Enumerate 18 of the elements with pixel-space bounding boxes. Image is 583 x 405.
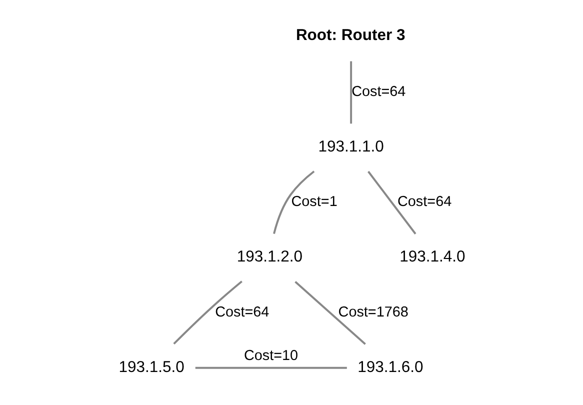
- edge-label: Cost=1768: [338, 304, 408, 320]
- edge-label: Cost=64: [397, 194, 452, 210]
- edge-label: Cost=1: [290, 194, 337, 210]
- node-text: 193.1.4.0: [399, 248, 465, 266]
- node-text: 193.1.6.0: [357, 358, 423, 376]
- node-text: 193.1.5.0: [118, 358, 184, 376]
- connector: [294, 281, 366, 345]
- connector: [194, 366, 346, 369]
- edge-label: Cost=64: [214, 304, 269, 320]
- connector: [272, 170, 314, 234]
- connector: [172, 280, 242, 345]
- edge-label: Cost=64: [351, 84, 406, 100]
- edge-label: Cost=10: [243, 348, 298, 364]
- node-text: 193.1.1.0: [318, 138, 384, 156]
- connector: [350, 61, 352, 124]
- connector: [367, 170, 416, 234]
- node-text: 193.1.2.0: [236, 248, 302, 266]
- node-text: Root: Router 3: [295, 26, 405, 44]
